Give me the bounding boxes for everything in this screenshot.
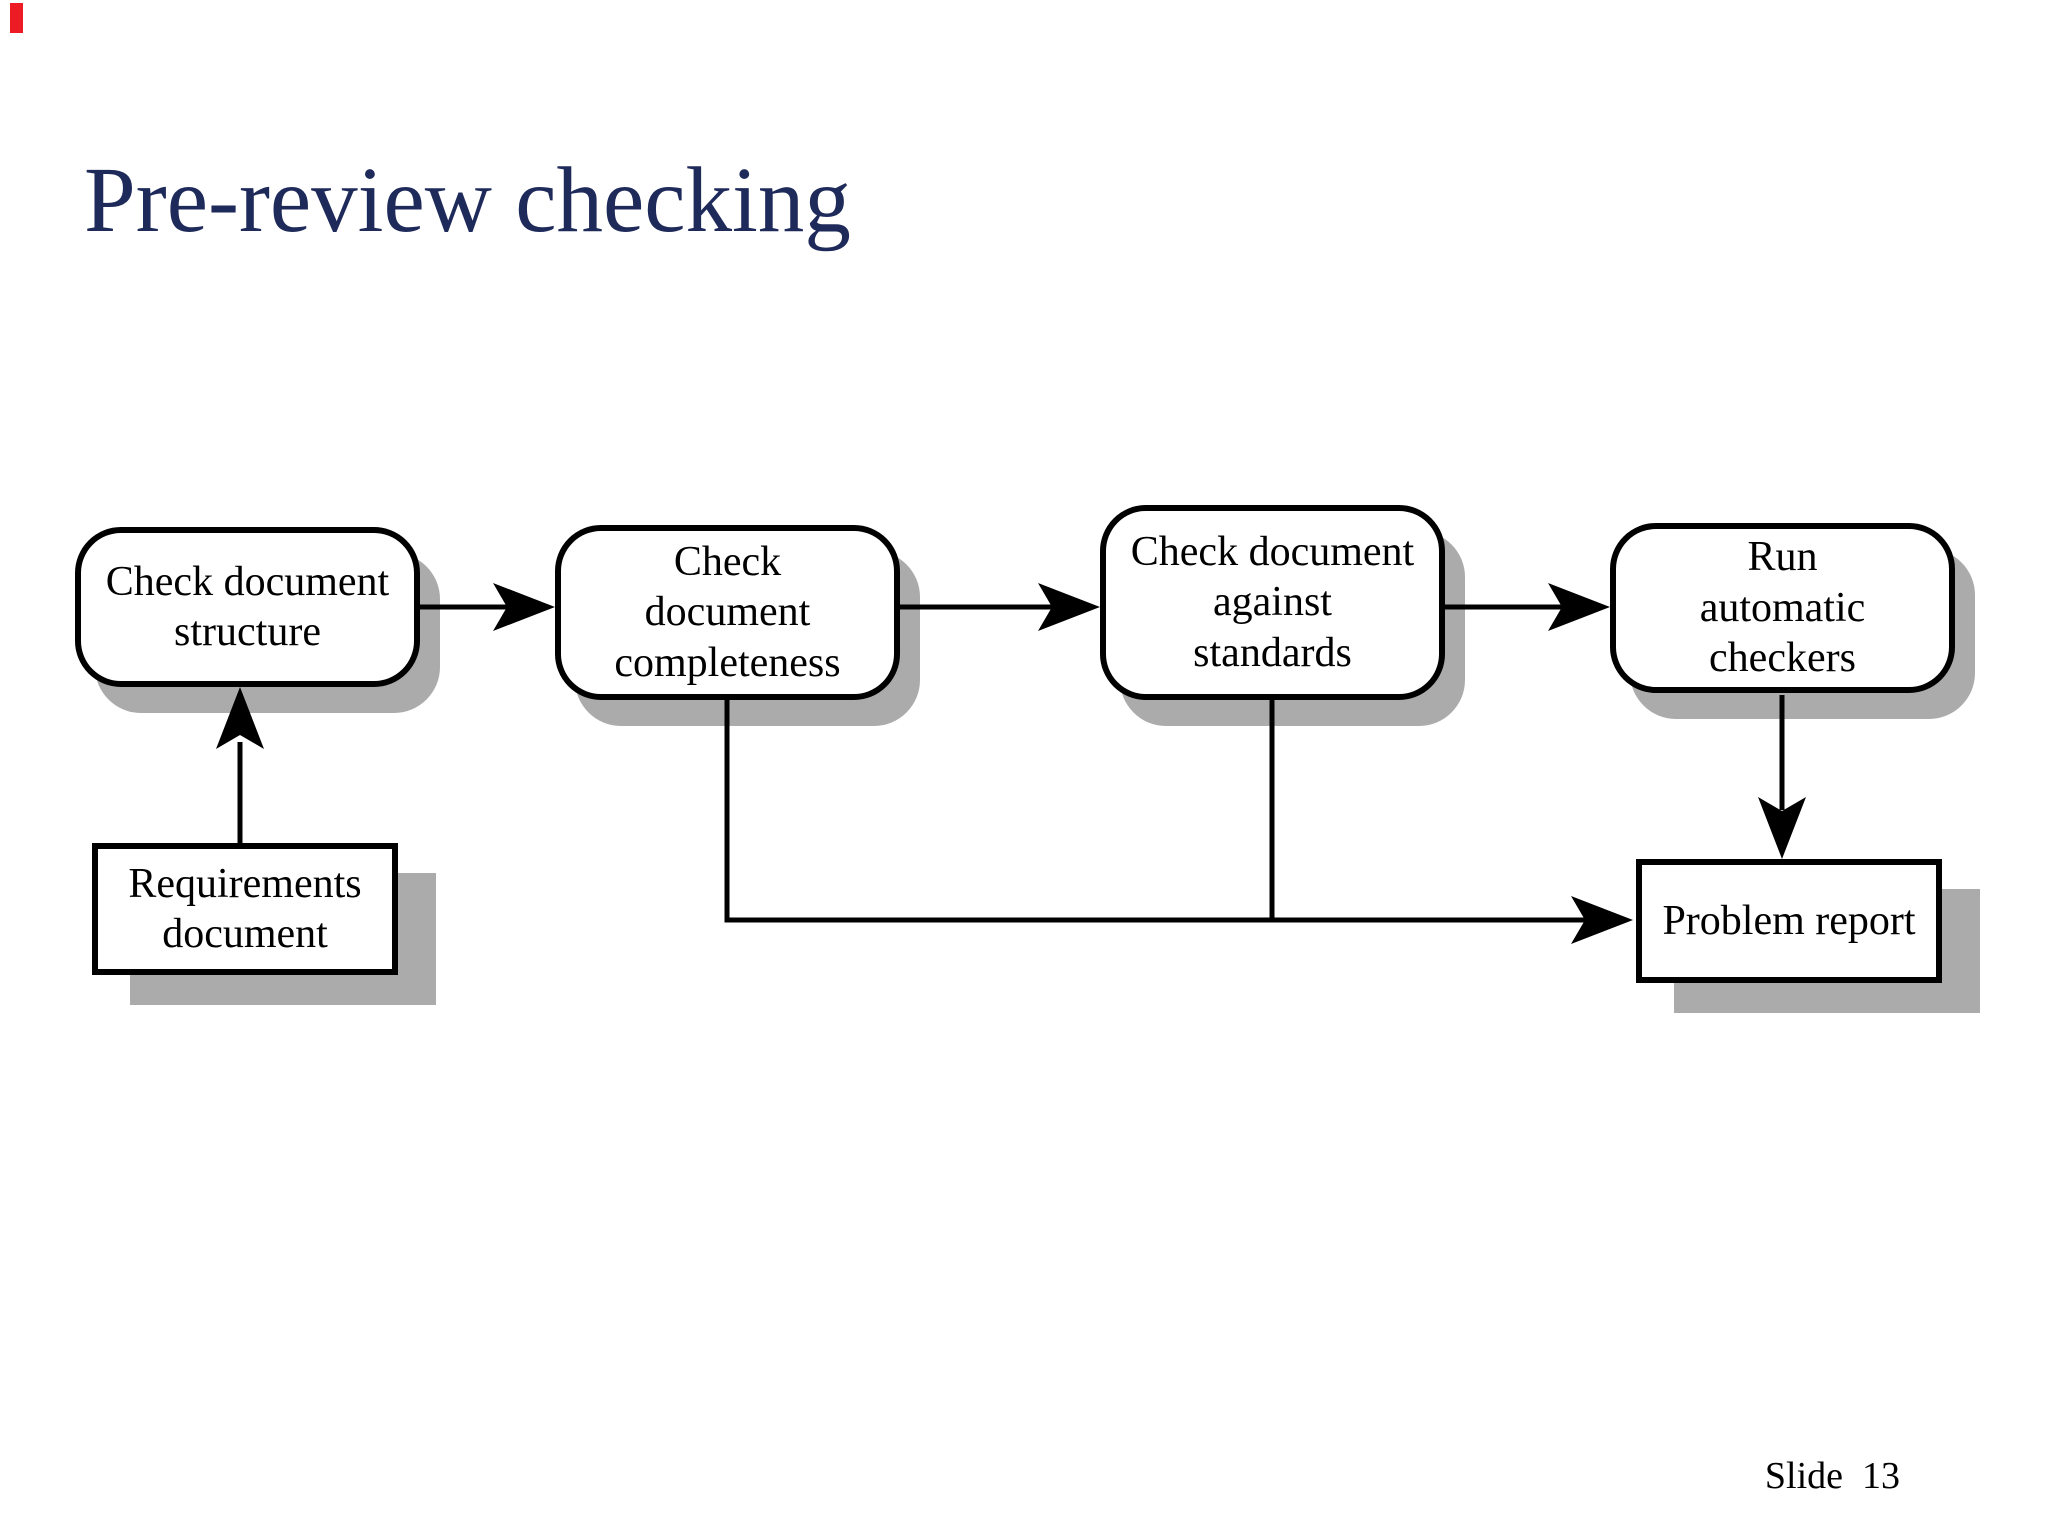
node-label: Problem report (1662, 897, 1916, 944)
node-requirements-document: Requirements document (92, 843, 398, 975)
collector-line-to-problem-report (724, 700, 1633, 944)
node-check-document-structure: Check document structure (75, 527, 420, 687)
arrow-structure-to-completeness (420, 583, 555, 631)
node-label: Run automatic checkers (1699, 534, 1866, 682)
page-title: Pre-review checking (84, 149, 851, 252)
arrow-requirements-to-structure (216, 687, 264, 845)
node-check-document-against-standards: Check document against standards (1100, 505, 1445, 700)
arrow-standards-to-checkers (1445, 583, 1610, 631)
node-problem-report: Problem report (1636, 859, 1942, 983)
node-check-document-completeness: Check document completeness (555, 525, 900, 700)
node-label: Check document against standards (1130, 528, 1415, 676)
node-label: Check document completeness (614, 538, 841, 686)
slide-number: Slide 13 (1764, 1455, 1900, 1497)
node-label: Check document structure (105, 558, 390, 655)
red-accent-mark (10, 3, 23, 33)
arrow-completeness-to-standards (900, 583, 1100, 631)
node-run-automatic-checkers: Run automatic checkers (1610, 523, 1955, 693)
node-label: Requirements document (128, 860, 362, 957)
arrow-checkers-to-problem-report (1758, 695, 1806, 859)
